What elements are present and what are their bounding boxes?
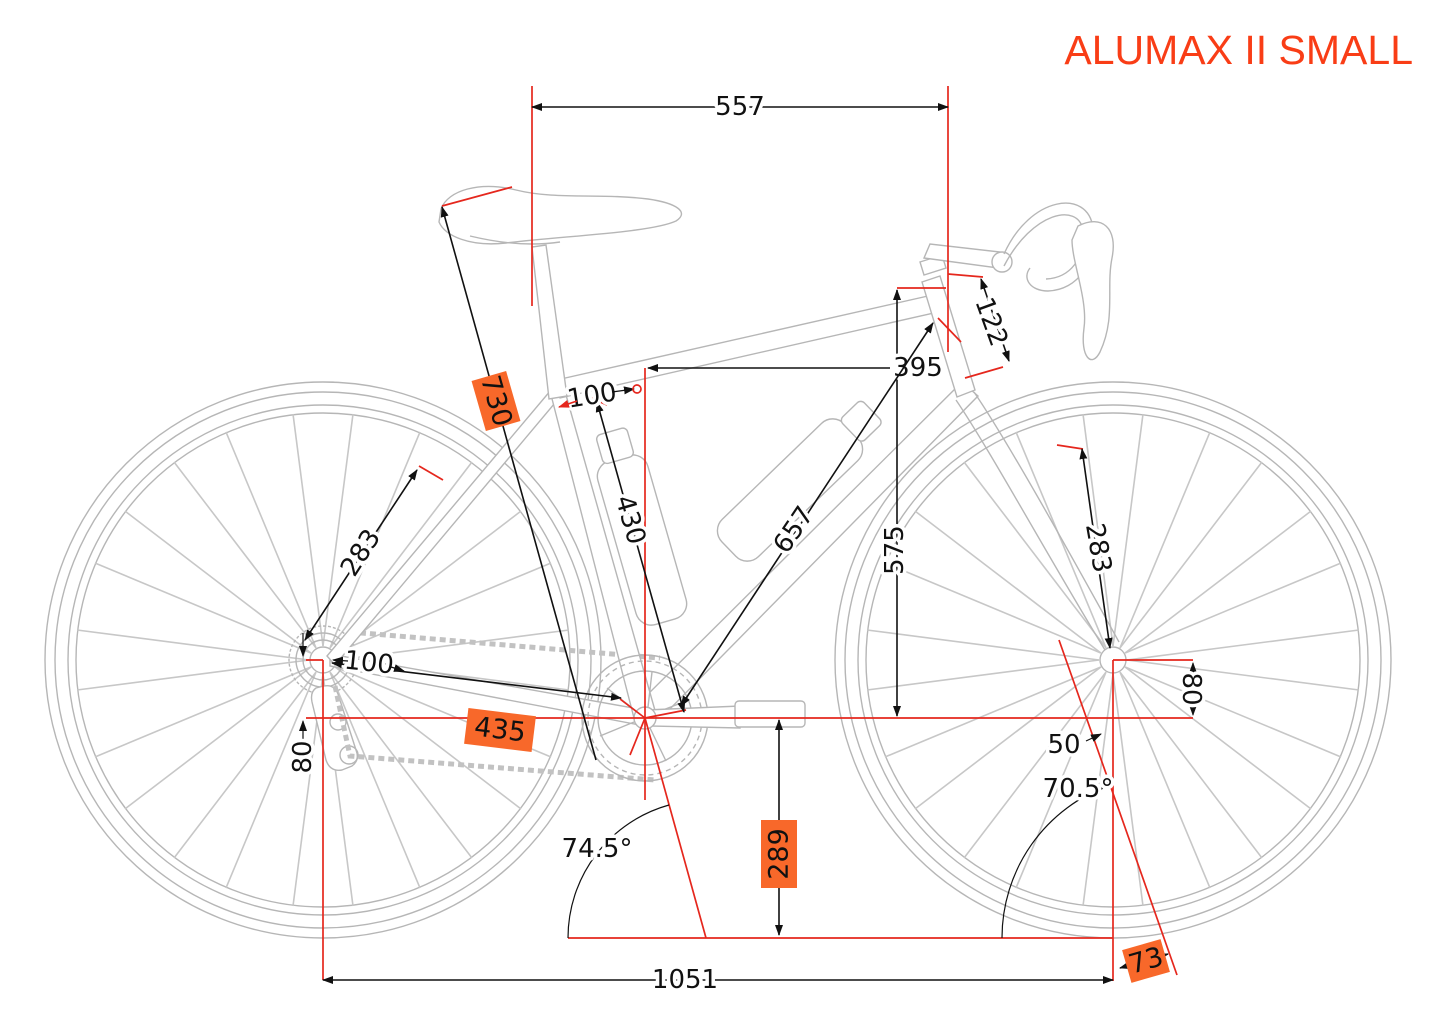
handlebar-inner xyxy=(1003,214,1085,280)
seat-axis-extension xyxy=(644,717,707,939)
dim-trail: 73 xyxy=(1119,939,1170,983)
dim-chain-stay: 435 xyxy=(331,660,622,753)
dim-wheelbase-value: 1051 xyxy=(652,965,718,995)
dim-wheelbase: 1051 xyxy=(322,962,1114,999)
dim-head-angle: 70.5° xyxy=(1001,771,1117,939)
dim-bb-drop-front-value: 80 xyxy=(1176,672,1206,705)
head-top-tick xyxy=(937,317,962,343)
dim-head-tube: 122 xyxy=(965,278,1017,362)
dim-chain-stay-value: 435 xyxy=(473,711,528,748)
dim-saddle-setback-value: 100 xyxy=(565,377,619,414)
dim-seat-angle-value: 74.5° xyxy=(562,834,633,864)
saddle xyxy=(438,185,683,245)
dim-saddle-height-value: 730 xyxy=(474,372,518,430)
bike-drawing xyxy=(45,185,1391,938)
dim-fork-rake-value: 50 xyxy=(1047,730,1080,760)
page-title: ALUMAX II SMALL xyxy=(1064,27,1413,73)
dim-head-angle-value: 70.5° xyxy=(1043,774,1114,804)
head-angle-arc xyxy=(1001,784,1111,939)
dim-bb-drop-rear-value: 80 xyxy=(288,740,318,773)
dim-top-tube: 557 xyxy=(531,89,949,126)
chain-bottom xyxy=(332,685,656,783)
bar-clamp xyxy=(991,251,1013,273)
dim-head-tube-value: 122 xyxy=(968,294,1013,351)
dim-top-tube-value: 557 xyxy=(715,92,765,122)
dim-seat-angle: 74.5° xyxy=(558,804,670,939)
down-tube xyxy=(635,381,980,718)
seat-angle-arc xyxy=(567,804,670,939)
dim-bb-height-value: 289 xyxy=(764,828,795,880)
brake-lever xyxy=(1071,221,1114,361)
dim-bb-drop-rear: 80 xyxy=(285,633,322,777)
saddle-tick xyxy=(441,186,513,207)
head-tube-tick-top xyxy=(947,273,984,278)
seat-stay-tick xyxy=(418,465,444,481)
dim-reach-value: 395 xyxy=(893,353,943,383)
dim-seat-stay-value: 283 xyxy=(335,524,387,582)
dim-bb-drop-front: 80 xyxy=(1173,662,1210,716)
steering-axis-extension xyxy=(1058,639,1178,976)
saddle-rails xyxy=(469,235,561,245)
fork-blade-front-edge xyxy=(973,391,1120,643)
seatpost xyxy=(531,244,568,400)
dim-down-tube: 657 xyxy=(680,322,934,707)
head-tube-tick-bottom xyxy=(964,366,1004,379)
dim-stack-value: 575 xyxy=(880,525,910,575)
pedal xyxy=(734,700,806,728)
dim-fork-value: 283 xyxy=(1079,521,1117,575)
dim-bb-height: 289 xyxy=(761,719,797,936)
dim-fork-rake: 50 xyxy=(1044,727,1102,764)
crank-arm xyxy=(645,705,741,729)
dim-fork: 283 xyxy=(1075,448,1121,649)
fork-crown-tick xyxy=(1056,444,1084,450)
dim-rear-spacing-value: 100 xyxy=(343,645,396,680)
bb-tick-sw xyxy=(629,717,646,756)
